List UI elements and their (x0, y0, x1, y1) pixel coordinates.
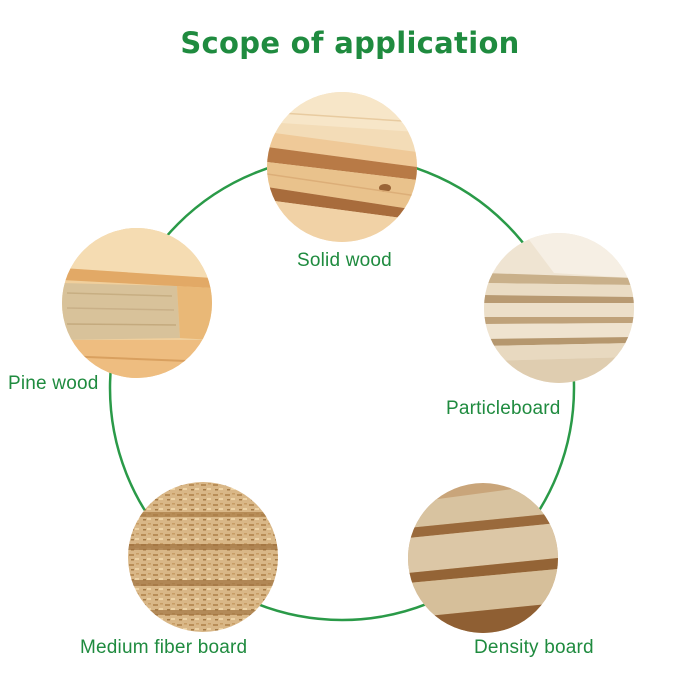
density-board-label: Density board (474, 637, 594, 658)
pine-wood-node (62, 228, 212, 378)
solid-wood-node (267, 92, 417, 242)
solid-wood-label: Solid wood (297, 250, 392, 271)
density-board-icon (408, 483, 558, 633)
page-title: Scope of application (180, 26, 520, 60)
pine-wood-icon (62, 228, 212, 378)
medium-fiber-board-label: Medium fiber board (80, 637, 248, 658)
particleboard-label: Particleboard (446, 398, 561, 419)
particleboard-node (484, 233, 634, 383)
solid-wood-icon (267, 92, 417, 242)
medium-fiber-board-node (128, 482, 278, 632)
density-board-node (408, 483, 558, 633)
pine-wood-label: Pine wood (8, 373, 99, 394)
medium-fiber-board-icon (128, 482, 278, 632)
particleboard-icon (484, 233, 634, 383)
